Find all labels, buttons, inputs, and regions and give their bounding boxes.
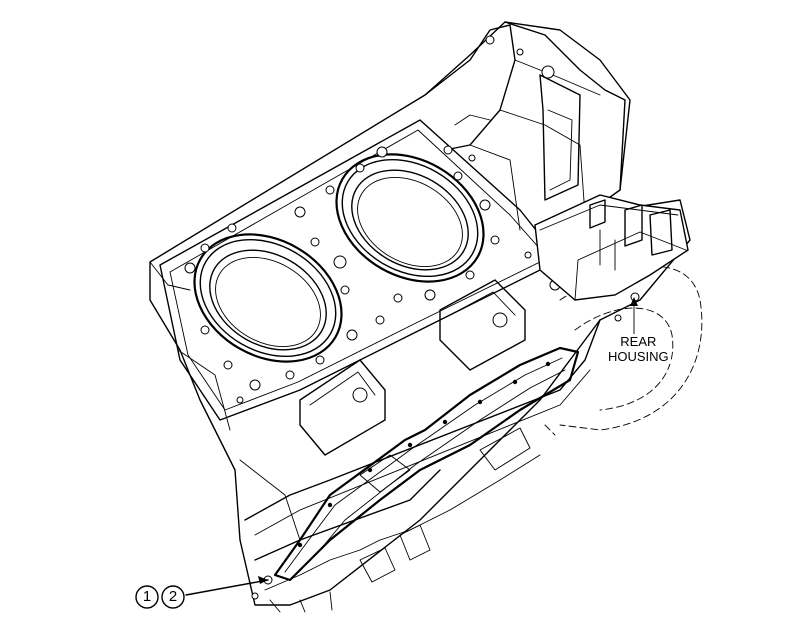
rear-housing-label: REAR HOUSING [606, 334, 671, 364]
side-pockets [299, 279, 526, 456]
rear-bracket [534, 194, 689, 322]
callout-leader [185, 576, 269, 596]
callout-circle-2 [161, 585, 185, 609]
deck-bolt-holes [184, 145, 561, 404]
lower-recesses [251, 427, 531, 613]
callout-circle-1 [135, 585, 159, 609]
callout-circles [135, 585, 185, 609]
pan-rail-gasket [273, 346, 580, 582]
callout-number-1: 1 [142, 588, 152, 605]
cylinder-bore-2 [335, 153, 485, 283]
rear-housing-leader [630, 297, 638, 337]
rear-housing-label-line2: HOUSING [608, 349, 669, 364]
cylinder-bore-1 [193, 233, 343, 363]
lower-crankcase [244, 319, 601, 591]
callout-number-2: 2 [168, 588, 178, 605]
engine-block-outline [149, 21, 691, 606]
rear-tower [424, 21, 626, 231]
rear-housing-label-line1: REAR [620, 334, 657, 349]
block-deck [159, 119, 561, 421]
